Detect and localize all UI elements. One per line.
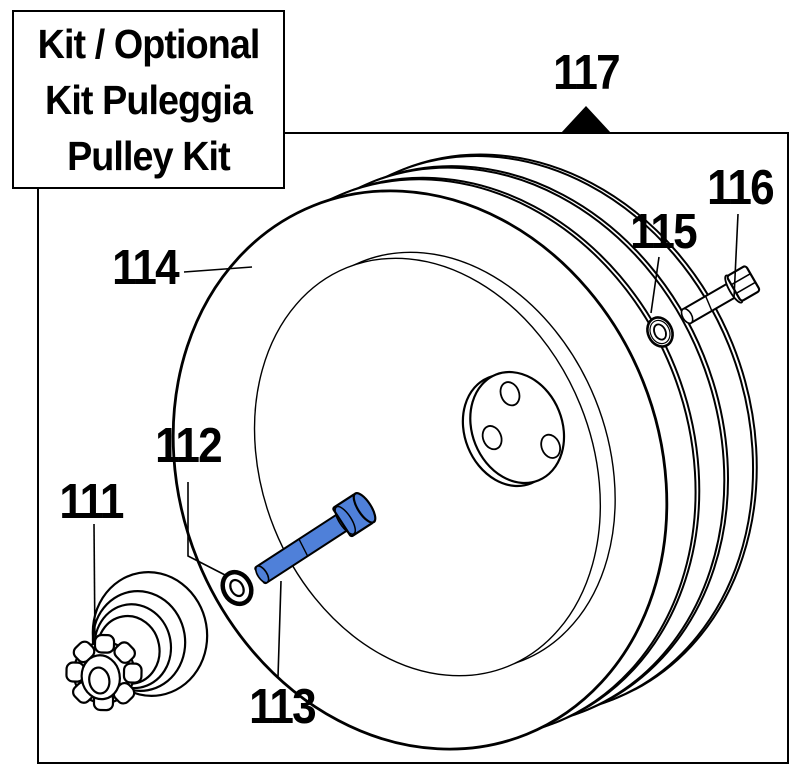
blue-screw-drawing [254, 492, 377, 585]
leader-line-113 [277, 580, 282, 678]
part-label-112: 112 [155, 419, 223, 473]
gear-tooth [113, 641, 136, 664]
screw-head-cap [352, 492, 377, 524]
part-label-111: 111 [59, 475, 124, 529]
coupling-gear-teeth [65, 633, 143, 712]
leader-line-112 [187, 482, 228, 577]
pulley-face-recess-edge [253, 257, 602, 677]
title-line-1: Kit / Optional [37, 20, 261, 67]
title-line-2: Kit Puleggia [45, 76, 253, 123]
coupling-gear-drawing [65, 571, 209, 712]
screw-shaft-line [298, 538, 309, 557]
gear-tooth [93, 633, 116, 654]
leader-line-111 [93, 523, 96, 649]
bolt-tip-cap [680, 307, 694, 325]
leader-line-116 [733, 213, 739, 299]
washer-115-drawing [646, 316, 674, 348]
leader-line-114 [183, 266, 253, 273]
washer-112-drawing [220, 569, 254, 607]
part-label-115: 115 [630, 205, 698, 259]
screw-head-near-rim [334, 505, 357, 535]
washer-hole [653, 323, 667, 341]
bolt-shaft-line [704, 295, 713, 312]
gear-center-hole [88, 666, 111, 695]
part-label-114: 114 [112, 241, 180, 295]
hub-hole [499, 381, 521, 407]
pulley-drawing [171, 153, 758, 751]
leader-line-115 [650, 256, 660, 314]
pulley-hub [469, 370, 566, 485]
screw-tip-cap [254, 565, 270, 584]
title-line-3: Pulley Kit [67, 132, 231, 179]
hex-facet-line [736, 281, 756, 294]
washer-edge [649, 319, 671, 345]
part-label-116: 116 [707, 161, 775, 215]
kit-marker-triangle-icon [561, 106, 611, 133]
hub-hole [481, 425, 503, 451]
part-label-117: 117 [553, 46, 621, 100]
washer-hole [229, 578, 245, 598]
hub-hole [540, 433, 562, 459]
gear-tooth [122, 662, 143, 684]
kit-title-box: Kit / Optional Kit Puleggia Pulley Kit [12, 10, 285, 189]
part-label-113: 113 [249, 680, 317, 734]
